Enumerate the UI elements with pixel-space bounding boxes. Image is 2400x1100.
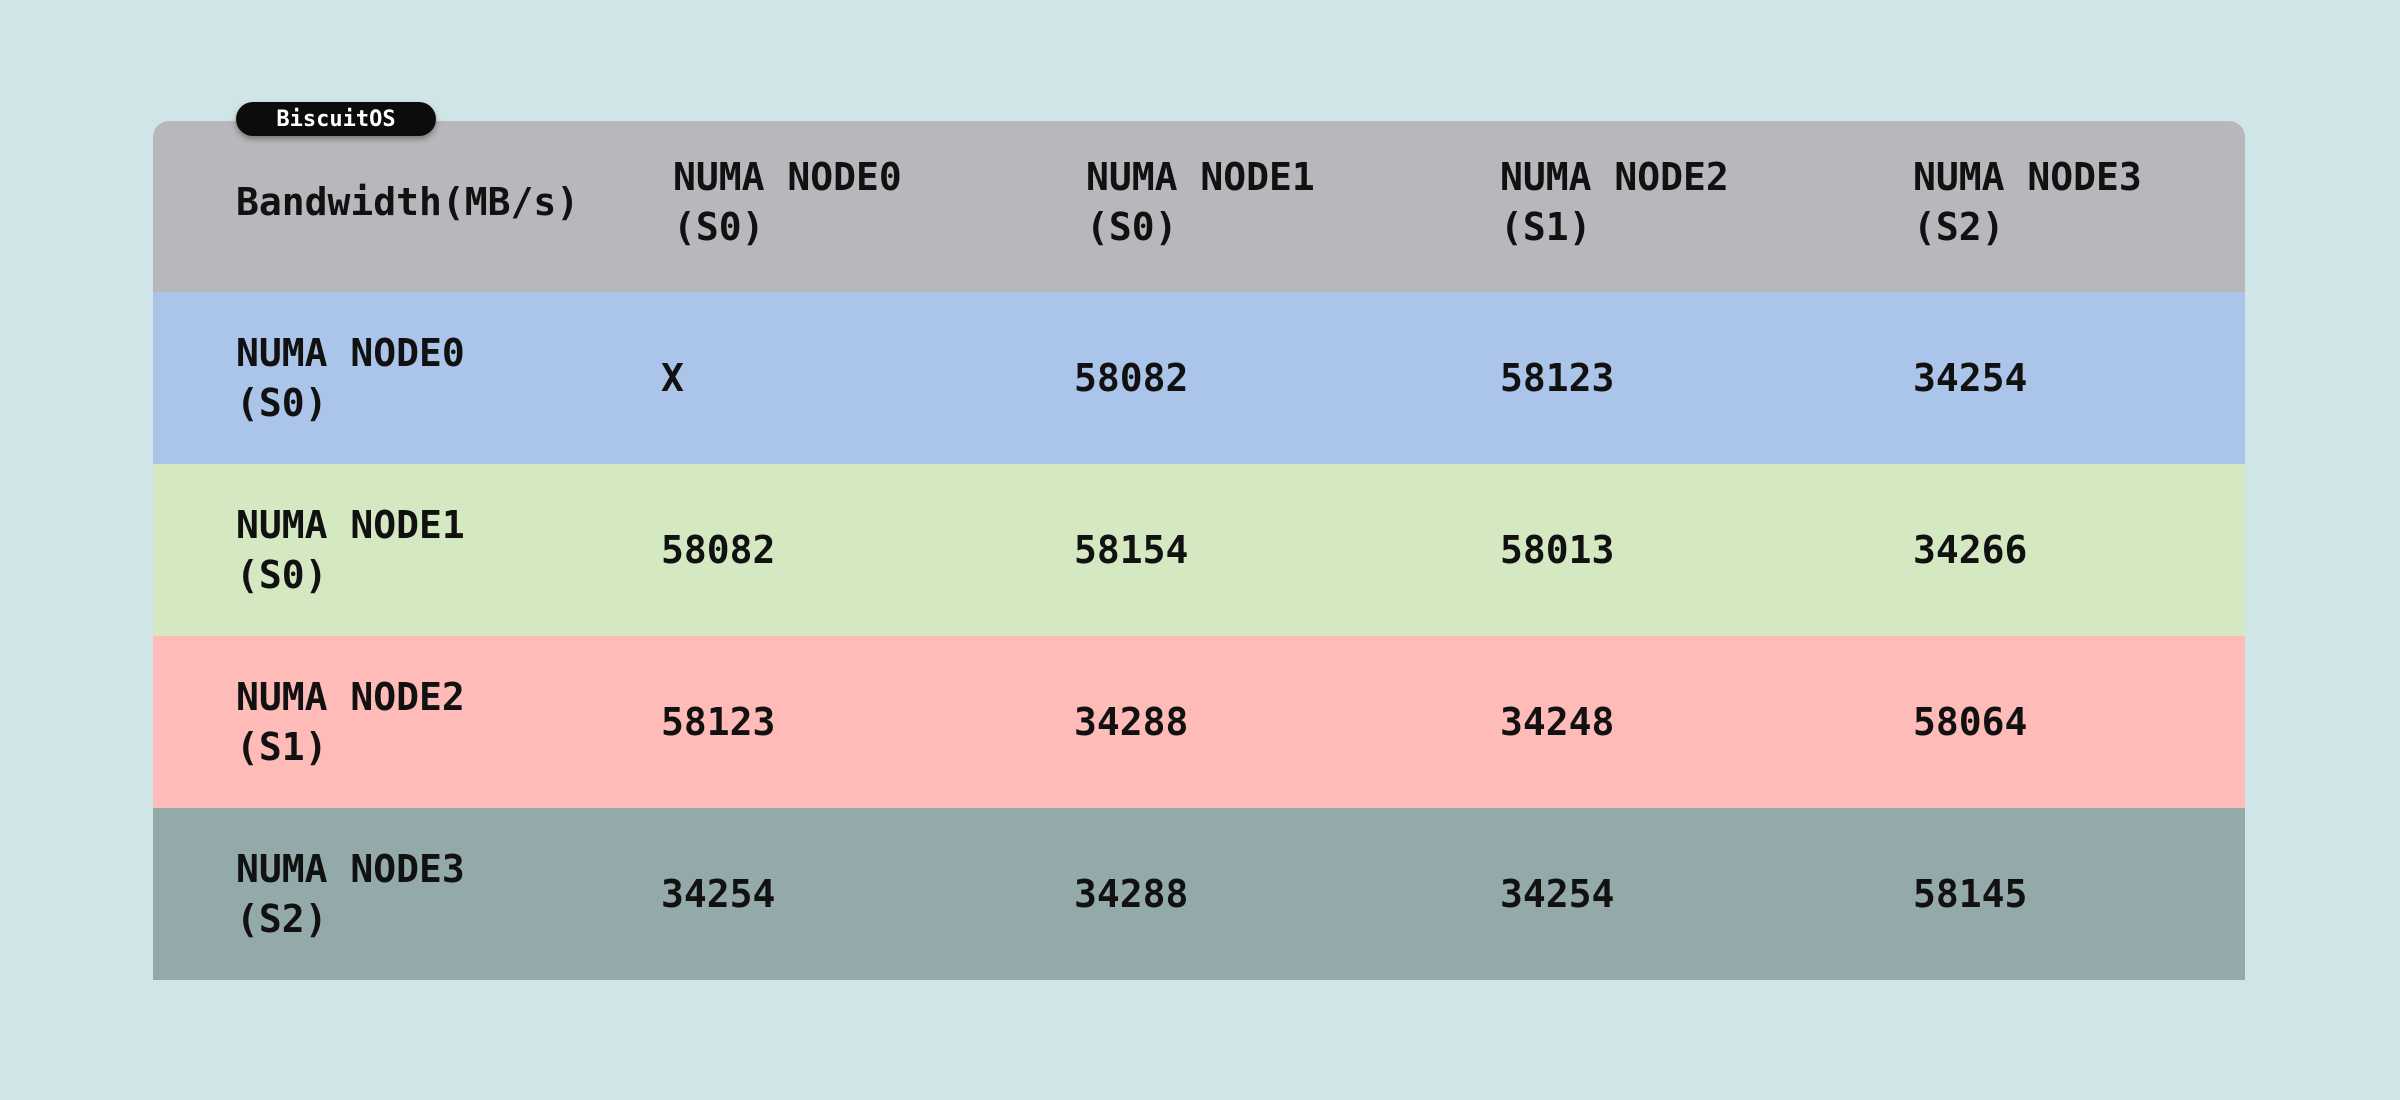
row-header: NUMA NODE1 (S0) (236, 503, 465, 597)
table-cell: 58064 (1913, 700, 2028, 744)
table-cell: 34254 (1500, 872, 1615, 916)
row-header: NUMA NODE0 (S0) (236, 331, 465, 425)
table-cell: 34288 (1074, 872, 1189, 916)
row-header: NUMA NODE2 (S1) (236, 675, 465, 769)
table-cell: 34288 (1074, 700, 1189, 744)
table-cell: 58154 (1074, 528, 1189, 572)
row-header: NUMA NODE3 (S2) (236, 847, 465, 941)
table-cell: 58082 (1074, 356, 1189, 400)
column-header: NUMA NODE3 (S2) (1913, 154, 2142, 249)
table-cell: 58082 (661, 528, 776, 572)
table-cell: 34254 (661, 872, 776, 916)
table-cell: X (661, 356, 684, 400)
bandwidth-table: Bandwidth(MB/s) NUMA NODE0 (S0) NUMA NOD… (153, 121, 2245, 980)
table-row: NUMA NODE2 (S1) 58123 34288 34248 58064 (153, 636, 2245, 808)
table-cell: 58145 (1913, 872, 2028, 916)
table-header-row: Bandwidth(MB/s) NUMA NODE0 (S0) NUMA NOD… (153, 121, 2245, 292)
table-cell: 58013 (1500, 528, 1615, 572)
table-cell: 58123 (661, 700, 776, 744)
table-cell: 34266 (1913, 528, 2028, 572)
table-cell: 34248 (1500, 700, 1615, 744)
table-row: NUMA NODE0 (S0) X 58082 58123 34254 (153, 292, 2245, 464)
column-header: NUMA NODE1 (S0) (1086, 154, 1315, 249)
column-header: NUMA NODE0 (S0) (673, 154, 902, 249)
table-row: NUMA NODE1 (S0) 58082 58154 58013 34266 (153, 464, 2245, 636)
table-cell: 58123 (1500, 356, 1615, 400)
table-row: NUMA NODE3 (S2) 34254 34288 34254 58145 (153, 808, 2245, 980)
table-cell: 34254 (1913, 356, 2028, 400)
column-header: NUMA NODE2 (S1) (1500, 154, 1729, 249)
header-corner-label: Bandwidth(MB/s) (236, 179, 580, 224)
biscuitos-badge: BiscuitOS (236, 102, 436, 136)
